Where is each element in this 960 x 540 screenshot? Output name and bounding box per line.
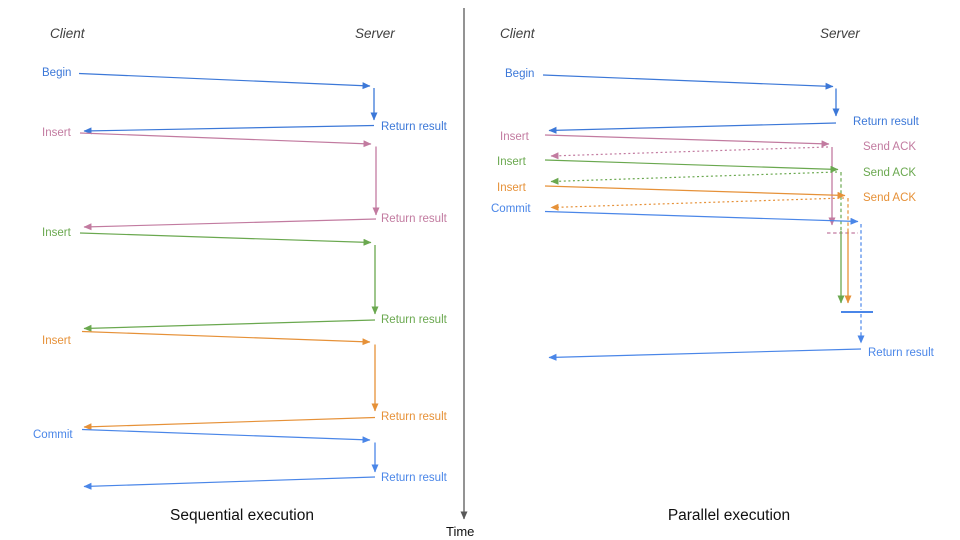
seq-insert3-response-arrow [83, 416, 376, 431]
par-begin-response-arrow [548, 122, 837, 134]
seq-insert2-response-label: Return result [381, 314, 448, 326]
par-insert3-label: Insert [497, 182, 527, 194]
par-insert3-request-arrow [544, 185, 846, 199]
seq-insert1-request-arrow [79, 132, 372, 148]
parallel-title: Parallel execution [668, 507, 790, 524]
par-insert2-ack-label: Send ACK [863, 167, 916, 179]
par-begin-label: Begin [505, 68, 534, 80]
par-begin-request-arrow [542, 74, 834, 90]
time-axis: Time [446, 8, 474, 539]
seq-commit-response-label: Return result [381, 472, 448, 484]
par-commit-request-arrow [544, 210, 859, 225]
par-insert2-ack-arrow [550, 171, 838, 185]
seq-insert3-response-label: Return result [381, 411, 448, 423]
sequential-client-header: Client [50, 26, 86, 41]
time-axis-label: Time [446, 524, 474, 539]
par-insert1-ack-label: Send ACK [863, 141, 916, 153]
seq-begin-response-arrow [83, 124, 375, 135]
seq-insert2-label: Insert [42, 227, 72, 239]
seq-begin-request-arrow [78, 72, 371, 90]
par-insert1-ack-arrow [550, 146, 829, 160]
seq-commit-label: Commit [33, 429, 73, 441]
parallel-server-header: Server [820, 26, 860, 41]
par-commit-label: Commit [491, 203, 531, 215]
seq-begin-response-label: Return result [381, 121, 448, 133]
par-insert3-ack-arrow [550, 197, 845, 211]
seq-insert3-label: Insert [42, 335, 72, 347]
seq-commit-request-arrow [81, 428, 371, 444]
parallel-client-header: Client [500, 26, 536, 41]
par-insert2-label: Insert [497, 156, 527, 168]
par-begin-response-label: Return result [853, 116, 920, 128]
par-insert2-request-arrow [544, 159, 839, 173]
seq-insert1-response-label: Return result [381, 213, 448, 225]
sequential-panel: Client Server Begin Return result Insert… [33, 26, 448, 524]
seq-insert3-request-arrow [81, 330, 371, 346]
sequential-server-header: Server [355, 26, 395, 41]
seq-insert1-label: Insert [42, 127, 72, 139]
par-insert1-request-arrow [544, 134, 830, 148]
seq-commit-response-arrow [83, 476, 376, 490]
par-insert1-label: Insert [500, 131, 530, 143]
seq-insert1-response-arrow [83, 218, 377, 231]
seq-insert2-request-arrow [79, 232, 372, 246]
par-commit-response-arrow [548, 348, 862, 361]
seq-begin-label: Begin [42, 67, 71, 79]
sequential-title: Sequential execution [170, 507, 314, 524]
parallel-panel: Client Server Begin Return result Insert… [491, 26, 935, 524]
par-commit-response-label: Return result [868, 347, 935, 359]
seq-insert2-response-arrow [83, 319, 376, 332]
par-insert3-ack-label: Send ACK [863, 192, 916, 204]
